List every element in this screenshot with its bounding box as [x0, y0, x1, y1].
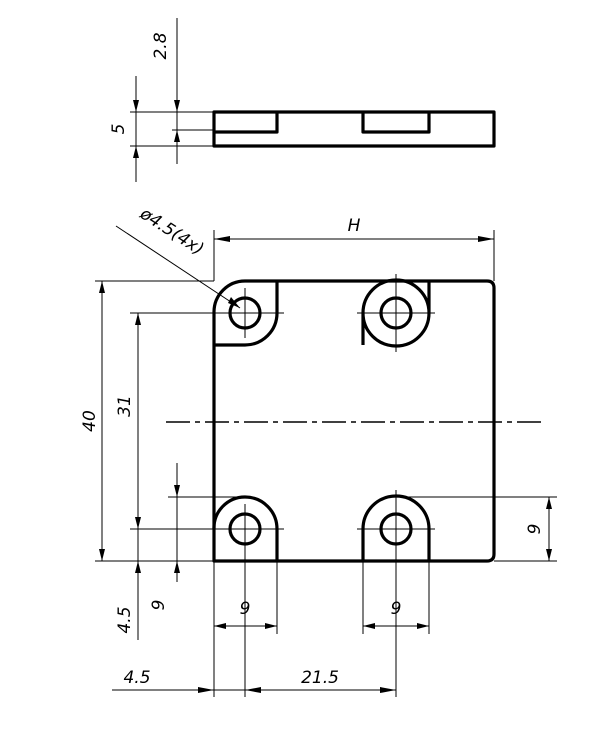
pocket-bottom-left	[212, 495, 279, 561]
plate-outline	[212, 279, 496, 563]
dim-slot-height: 9	[525, 524, 545, 535]
side-view-outline	[212, 110, 496, 148]
dim-side-offset: 2.8	[151, 32, 171, 59]
front-view	[166, 274, 542, 570]
dim-hole-spacing-horizontal: 21.5	[301, 668, 339, 688]
dim-width: H	[348, 216, 361, 236]
side-view: 5 2.8	[109, 18, 496, 182]
dim-hole-spacing-vertical: 31	[115, 395, 135, 417]
dim-side-thickness: 5	[109, 124, 129, 135]
dimensions: ø4.5(4x) H 40 31 4.5 9	[80, 203, 557, 697]
hole-callout: ø4.5(4x)	[135, 203, 207, 259]
dim-height-total: 40	[80, 410, 100, 432]
dim-hole-offset-bottom: 9	[149, 600, 169, 611]
dim-hole-center-left: 4.5	[123, 668, 150, 688]
pocket-top-left	[214, 281, 279, 347]
dim-hole-center-bottom: 4.5	[115, 606, 135, 633]
